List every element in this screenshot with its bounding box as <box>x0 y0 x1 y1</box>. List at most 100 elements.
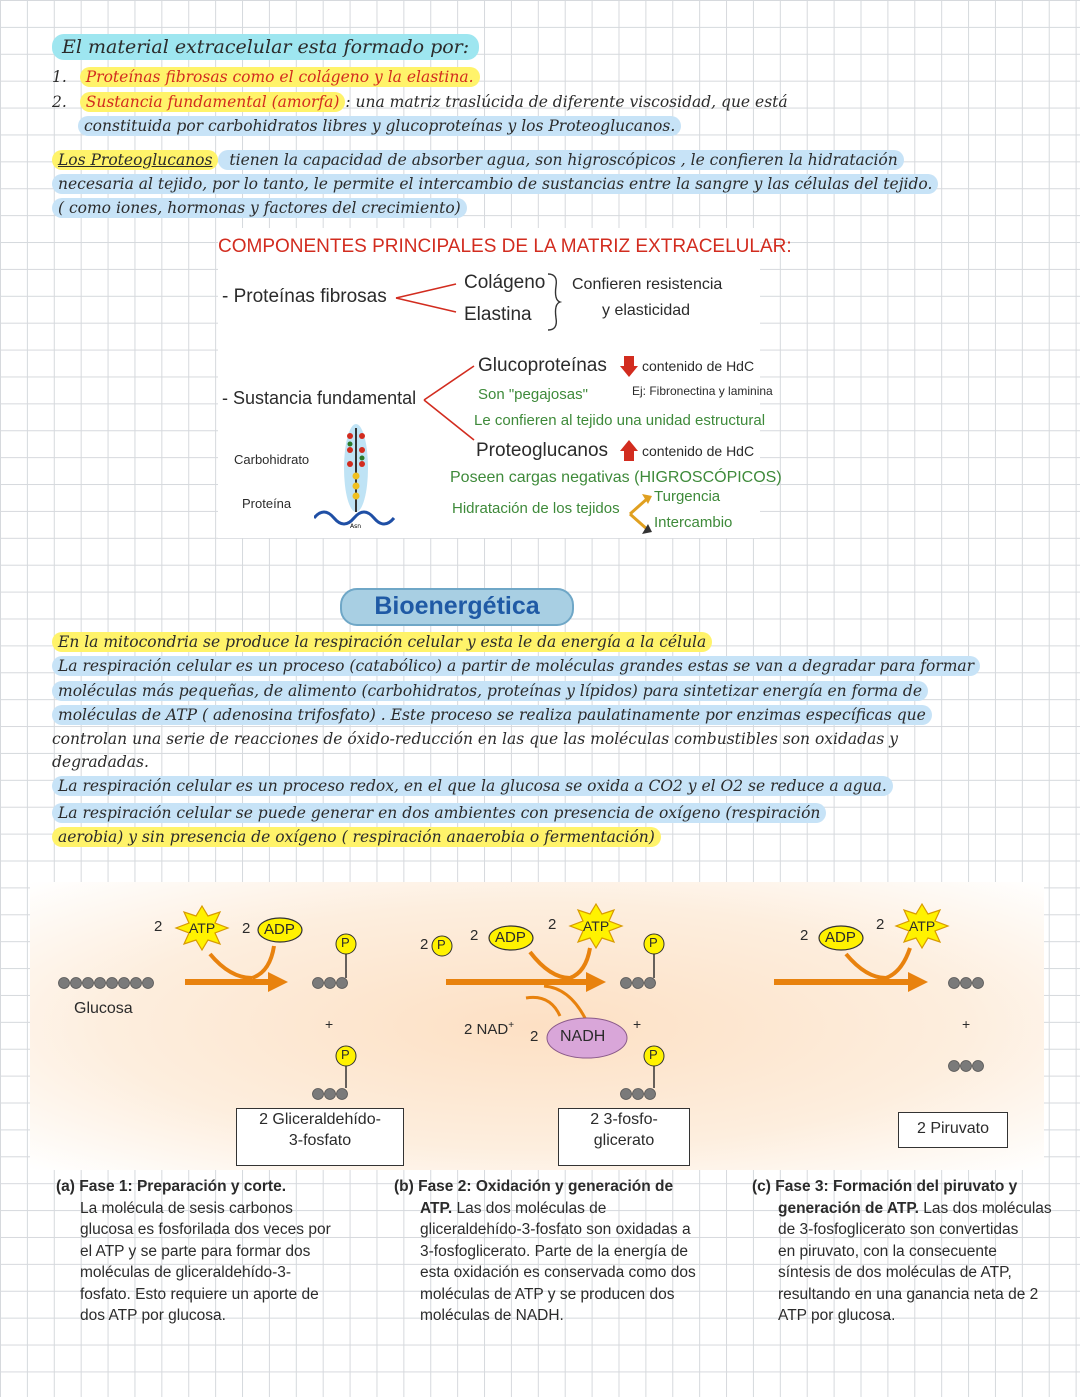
colageno-label: Colágeno <box>464 272 546 293</box>
phase2-arrow <box>446 947 606 1021</box>
pi-label: P <box>437 937 446 952</box>
caption-a: (a) Fase 1: Preparación y corte. La molé… <box>56 1178 331 1324</box>
phase3-arrow <box>774 947 928 992</box>
intro-item-1: 1. Proteínas fibrosas como el colágeno y… <box>52 67 480 87</box>
bio-line-9: aerobia) y sin presencia de oxígeno ( re… <box>52 827 661 847</box>
turgencia-label: Turgencia <box>654 488 721 505</box>
box-fosfoglicerato: 2 3-fosfo-glicerato <box>558 1108 690 1166</box>
atp-label-2: ATP <box>583 918 610 934</box>
intro-heading: El material extracelular esta formado po… <box>52 34 480 60</box>
plus-2: + <box>633 1016 642 1032</box>
phase1-arrow <box>185 945 288 992</box>
intercambio-label: Intercambio <box>654 514 733 531</box>
pi-circle <box>431 935 453 957</box>
elastina-label: Elastina <box>464 304 532 325</box>
atp-label-1: ATP <box>189 920 216 936</box>
item-text: : una matriz traslúcida de diferente vis… <box>345 93 788 111</box>
nadh-label: NADH <box>560 1028 606 1045</box>
carbohidrato-label: Carbohidrato <box>234 452 310 467</box>
brace-icon <box>547 273 563 331</box>
glycolysis-figure: 2 ATP 2 ADP P Glucosa + P 2 P 2 ADP 2 AT… <box>30 882 1044 1170</box>
g3p-molecule-1 <box>312 933 357 989</box>
pi-count: 2 <box>420 936 429 953</box>
box-piruvato: 2 Piruvato <box>898 1112 1008 1148</box>
adp-label-2: ADP <box>495 929 526 946</box>
p-label-3: P <box>649 935 658 950</box>
glucoproteinas-label: Glucoproteínas <box>478 355 607 376</box>
hidratacion-label: Hidratación de los tejidos <box>452 500 620 517</box>
atp-label-3: ATP <box>909 918 936 934</box>
pyruvate-molecule-2 <box>948 1060 984 1072</box>
atp-count-2: 2 <box>548 916 557 933</box>
pegajosas-label: Son "pegajosas" <box>478 386 588 403</box>
intro-item-2-cont: constituida por carbohidratos libres y g… <box>78 116 682 136</box>
g3p-molecule-2 <box>312 1045 357 1100</box>
glucose-molecule <box>58 977 154 989</box>
bpg-molecule-1 <box>620 933 665 989</box>
bio-line-3: moléculas más pequeñas, de alimento (car… <box>52 681 929 701</box>
p-label-2: P <box>341 1047 350 1062</box>
adp-oval-2 <box>488 925 534 951</box>
bpg-molecule-2 <box>620 1045 665 1100</box>
atp-count-1: 2 <box>154 918 163 935</box>
gluco-hdc-label: contenido de HdC <box>642 358 755 374</box>
adp-oval-1 <box>257 917 303 943</box>
adp-label-1: ADP <box>264 921 295 938</box>
cargas-label: Poseen cargas negativas (HIGROSCÓPICOS) <box>450 469 782 486</box>
bio-title: Bioenergética <box>340 588 574 626</box>
adp-label-3: ADP <box>825 929 856 946</box>
item-highlight: Sustancia fundamental (amorfa) <box>79 92 346 112</box>
branch-lines-fibrosas <box>395 283 457 313</box>
proteoglucanos-label: Proteoglucanos <box>476 440 609 461</box>
bio-line-2: La respiración celular es un proceso (ca… <box>52 656 981 676</box>
adp-count-1: 2 <box>242 920 251 937</box>
caption-c: (c) Fase 3: Formación del piruvato y gen… <box>752 1178 1052 1324</box>
bio-line-8: La respiración celular se puede generar … <box>52 803 827 823</box>
glucosa-label: Glucosa <box>74 1000 133 1017</box>
para-text: tienen la capacidad de absorber agua, so… <box>218 150 904 170</box>
item-number: 2. <box>52 93 67 111</box>
box-gliceraldehido: 2 Gliceraldehído-3-fosfato <box>236 1108 404 1166</box>
plus-3: + <box>962 1016 971 1032</box>
bio-line-7: La respiración celular es un proceso red… <box>52 776 893 796</box>
proteoglycan-icon: Asn <box>314 424 396 530</box>
adp-count-3: 2 <box>800 927 809 944</box>
fibrosas-label: - Proteínas fibrosas <box>222 286 387 307</box>
asn-label: Asn <box>350 523 361 530</box>
branch-arrows-icon <box>629 494 652 534</box>
bio-line-6: degradadas. <box>52 753 149 771</box>
nad-label: 2 NAD+ <box>464 1020 515 1038</box>
item-number: 1. <box>52 68 67 86</box>
arrow-down-icon <box>620 356 638 377</box>
proteina-label: Proteína <box>242 496 292 511</box>
proteoglucanos-term: Los Proteoglucanos <box>52 150 219 170</box>
item-text: Proteínas fibrosas como el colágeno y la… <box>79 67 480 87</box>
caption-b: (b) Fase 2: Oxidación y generación de AT… <box>394 1178 696 1324</box>
intro-para-line-3: ( como iones, hormonas y factores del cr… <box>52 198 467 218</box>
pyruvate-molecule-1 <box>948 977 984 989</box>
bio-line-5: controlan una serie de reacciones de óxi… <box>52 730 898 748</box>
nadh-oval <box>546 1017 628 1059</box>
plus-1: + <box>325 1016 334 1032</box>
atp-count-3: 2 <box>876 916 885 933</box>
branch-lines-sustancia <box>423 365 475 441</box>
confieren-line-2: y elasticidad <box>602 302 691 319</box>
glycolysis-diagram <box>58 903 984 1100</box>
nadh-count: 2 <box>530 1028 539 1045</box>
matrix-title: COMPONENTES PRINCIPALES DE LA MATRIZ EXT… <box>218 236 792 257</box>
p-label-4: P <box>649 1047 658 1062</box>
ej-label: Ej: Fibronectina y laminina <box>632 384 773 398</box>
bio-line-1: En la mitocondria se produce la respirac… <box>52 632 713 652</box>
intro-para-line-1: Los Proteoglucanos tienen la capacidad d… <box>52 150 904 170</box>
intro-para-line-2: necesaria al tejido, por lo tanto, le pe… <box>52 174 939 194</box>
arrow-up-icon <box>620 440 638 461</box>
proteo-hdc-label: contenido de HdC <box>642 443 755 459</box>
intro-item-2: 2. Sustancia fundamental (amorfa): una m… <box>52 92 788 112</box>
matrix-panel: COMPONENTES PRINCIPALES DE LA MATRIZ EXT… <box>218 228 792 538</box>
sustancia-label: - Sustancia fundamental <box>222 388 417 408</box>
confieren-line-1: Confieren resistencia <box>572 276 723 293</box>
p-label-1: P <box>341 935 350 950</box>
adp-count-2: 2 <box>470 927 479 944</box>
adp-oval-3 <box>818 925 864 951</box>
unidad-label: Le confieren al tejido una unidad estruc… <box>474 412 766 429</box>
